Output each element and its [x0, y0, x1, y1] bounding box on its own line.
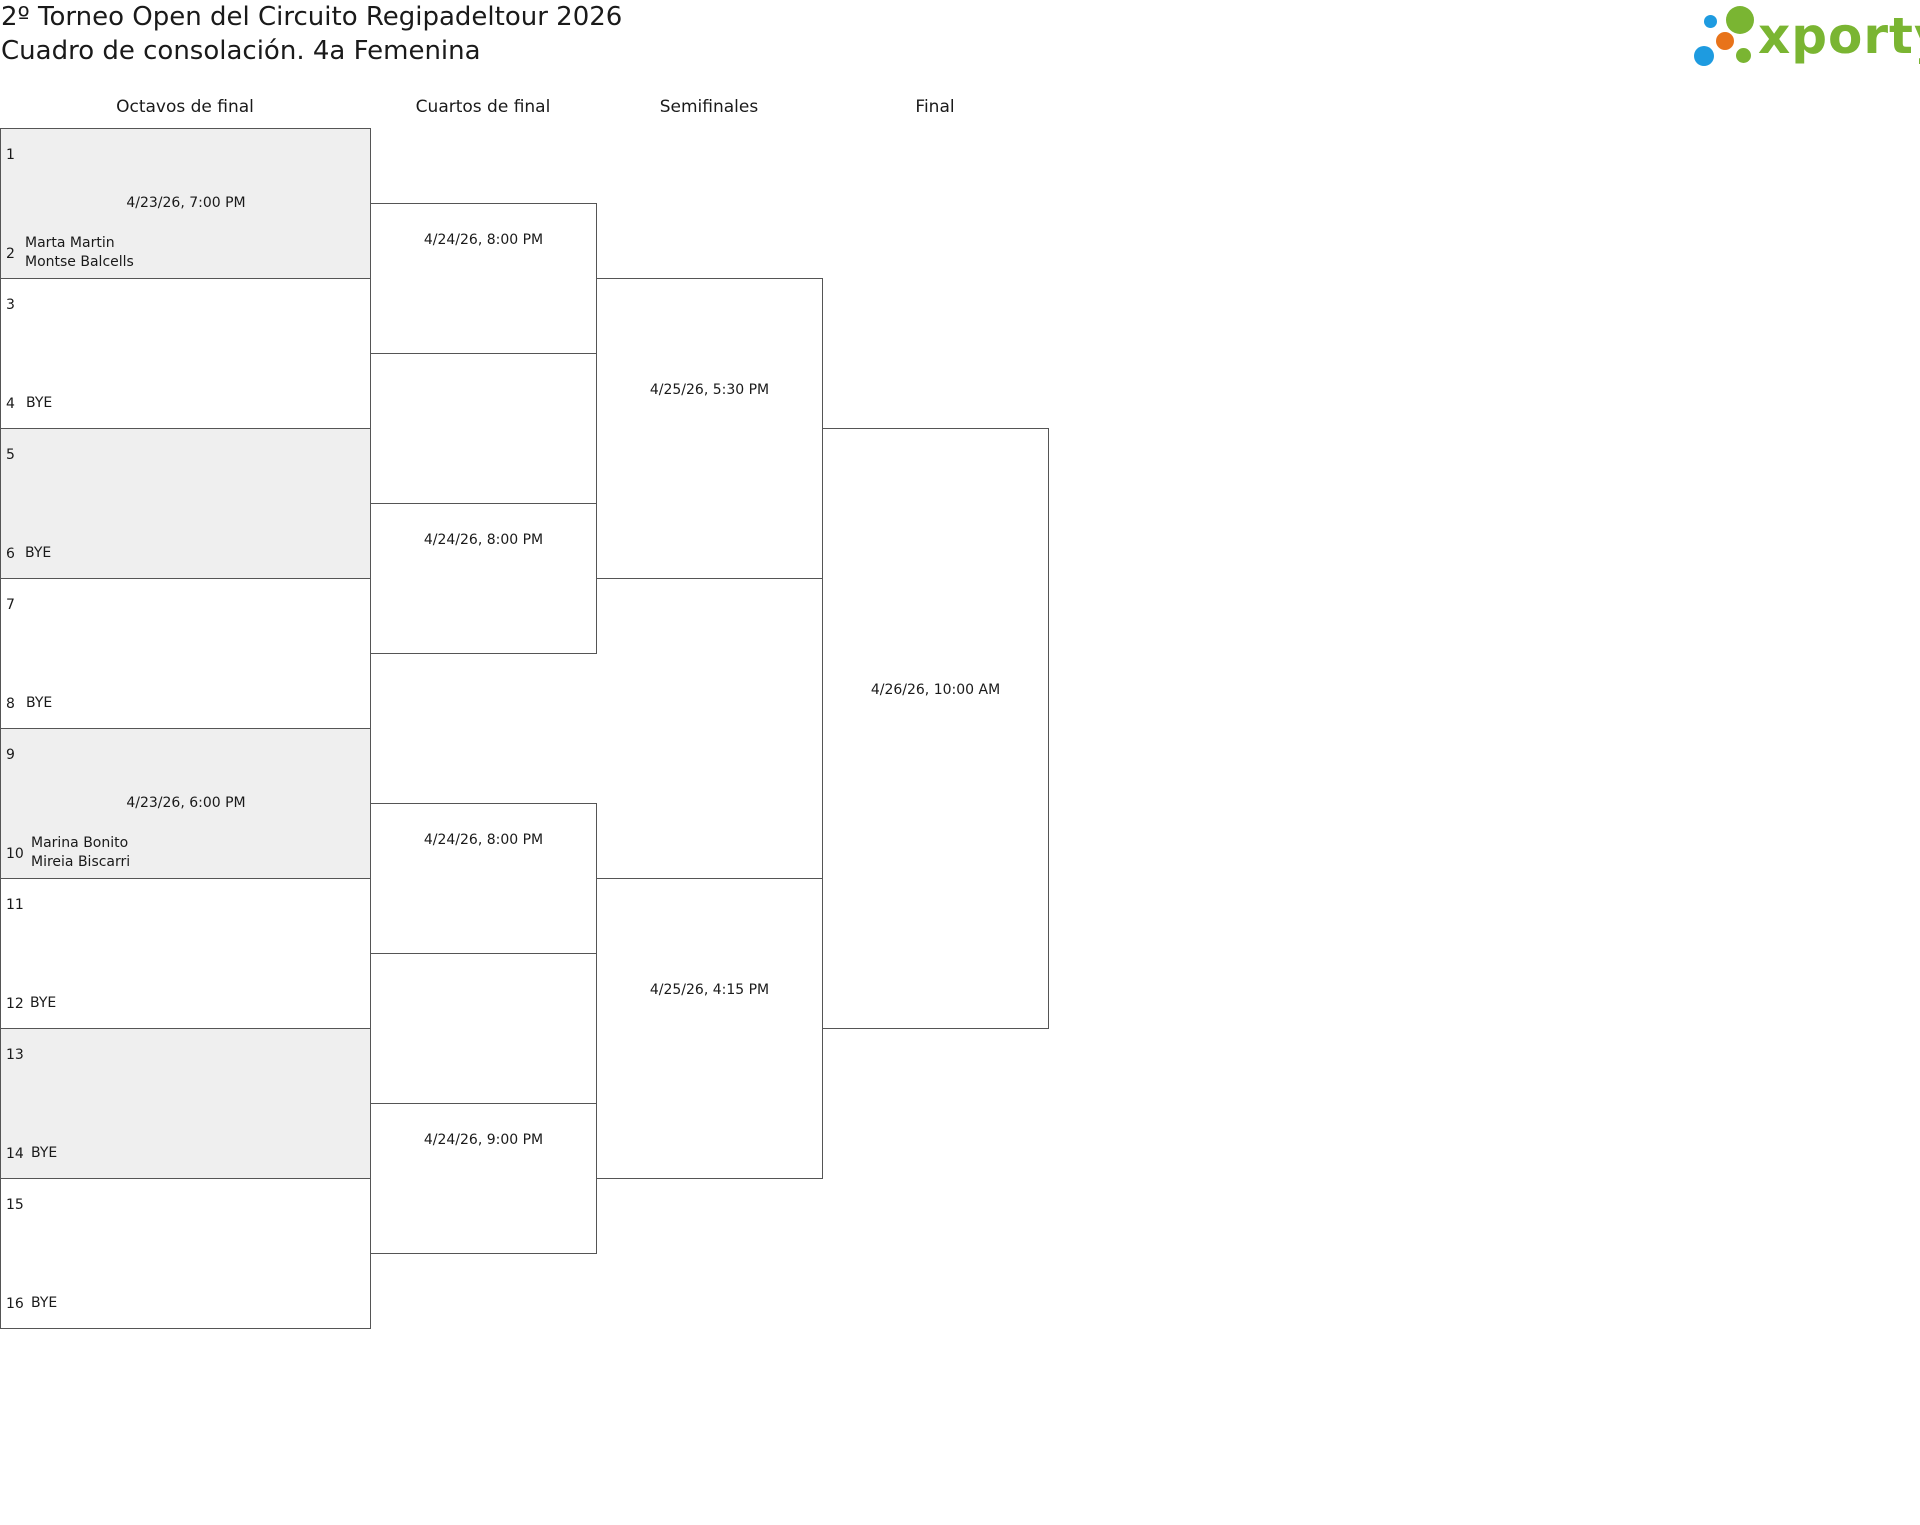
match-box-qf-2[interactable]: 4/24/26, 8:00 PM — [370, 503, 597, 654]
logo-dot-green-small — [1736, 48, 1751, 63]
match-box-r16-8[interactable]: 15 16 BYE — [0, 1178, 371, 1329]
seed-number: 16 — [6, 1296, 24, 1312]
match-box-final[interactable]: 4/26/26, 10:00 AM — [822, 428, 1049, 1029]
page-title: 2º Torneo Open del Circuito Regipadeltou… — [1, 0, 622, 68]
match-box-r16-1[interactable]: 1 4/23/26, 7:00 PM 2 Marta Martin Montse… — [0, 128, 371, 279]
seed-number: 5 — [6, 447, 15, 463]
logo-dot-green-large — [1726, 6, 1754, 34]
player-name: BYE — [30, 995, 57, 1011]
match-box-r16-2[interactable]: 3 4 BYE — [0, 278, 371, 429]
seed-number: 8 — [6, 696, 15, 712]
player-name: BYE — [31, 1145, 58, 1161]
match-time: 4/24/26, 8:00 PM — [423, 832, 544, 848]
seed-number: 2 — [6, 246, 15, 262]
xporty-logo: xporty — [1694, 4, 1920, 68]
match-time: 4/25/26, 5:30 PM — [649, 382, 770, 398]
player-name: Marta Martin — [25, 235, 115, 251]
round-header-final: Final — [915, 97, 955, 117]
match-time: 4/23/26, 7:00 PM — [126, 195, 246, 211]
match-time: 4/26/26, 10:00 AM — [870, 682, 1001, 698]
player-name: BYE — [25, 545, 52, 561]
match-box-r16-7[interactable]: 13 14 BYE — [0, 1028, 371, 1179]
player-name: BYE — [26, 695, 53, 711]
seed-number: 1 — [6, 147, 15, 163]
player-name: Montse Balcells — [25, 254, 134, 270]
seed-number: 3 — [6, 297, 15, 313]
logo-dot-orange — [1716, 32, 1734, 50]
seed-number: 13 — [6, 1047, 24, 1063]
match-box-sf-1[interactable]: 4/25/26, 5:30 PM — [596, 278, 823, 579]
seed-number: 12 — [6, 996, 24, 1012]
seed-number: 15 — [6, 1197, 24, 1213]
player-name: BYE — [26, 395, 53, 411]
seed-number: 14 — [6, 1146, 24, 1162]
round-header-semifinales: Semifinales — [659, 97, 759, 117]
match-time: 4/24/26, 8:00 PM — [423, 532, 544, 548]
match-time: 4/24/26, 8:00 PM — [423, 232, 544, 248]
seed-number: 11 — [6, 897, 24, 913]
seed-number: 10 — [6, 846, 24, 862]
match-time: 4/25/26, 4:15 PM — [649, 982, 770, 998]
seed-number: 7 — [6, 597, 15, 613]
logo-dot-blue-small — [1704, 15, 1717, 28]
seed-number: 6 — [6, 546, 15, 562]
match-box-qf-3[interactable]: 4/24/26, 8:00 PM — [370, 803, 597, 954]
player-name: BYE — [31, 1295, 58, 1311]
player-name: Mireia Biscarri — [31, 854, 131, 870]
match-box-r16-5[interactable]: 9 4/23/26, 6:00 PM 10 Marina Bonito Mire… — [0, 728, 371, 879]
draw-subtitle: Cuadro de consolación. 4a Femenina — [1, 36, 481, 66]
match-time: 4/23/26, 6:00 PM — [126, 795, 246, 811]
player-name: Marina Bonito — [31, 835, 129, 851]
match-box-qf-4[interactable]: 4/24/26, 9:00 PM — [370, 1103, 597, 1254]
match-box-r16-3[interactable]: 5 6 BYE — [0, 428, 371, 579]
logo-wordmark: xporty — [1758, 7, 1920, 65]
match-box-qf-1[interactable]: 4/24/26, 8:00 PM — [370, 203, 597, 354]
match-time: 4/24/26, 9:00 PM — [423, 1132, 544, 1148]
seed-number: 4 — [6, 396, 15, 412]
match-box-sf-2[interactable]: 4/25/26, 4:15 PM — [596, 878, 823, 1179]
match-box-r16-4[interactable]: 7 8 BYE — [0, 578, 371, 729]
seed-number: 9 — [6, 747, 15, 763]
logo-dot-blue-large — [1694, 46, 1714, 66]
tournament-title: 2º Torneo Open del Circuito Regipadeltou… — [1, 2, 623, 32]
round-header-cuartos: Cuartos de final — [415, 97, 551, 117]
round-header-octavos: Octavos de final — [116, 97, 254, 117]
match-box-r16-6[interactable]: 11 12 BYE — [0, 878, 371, 1029]
